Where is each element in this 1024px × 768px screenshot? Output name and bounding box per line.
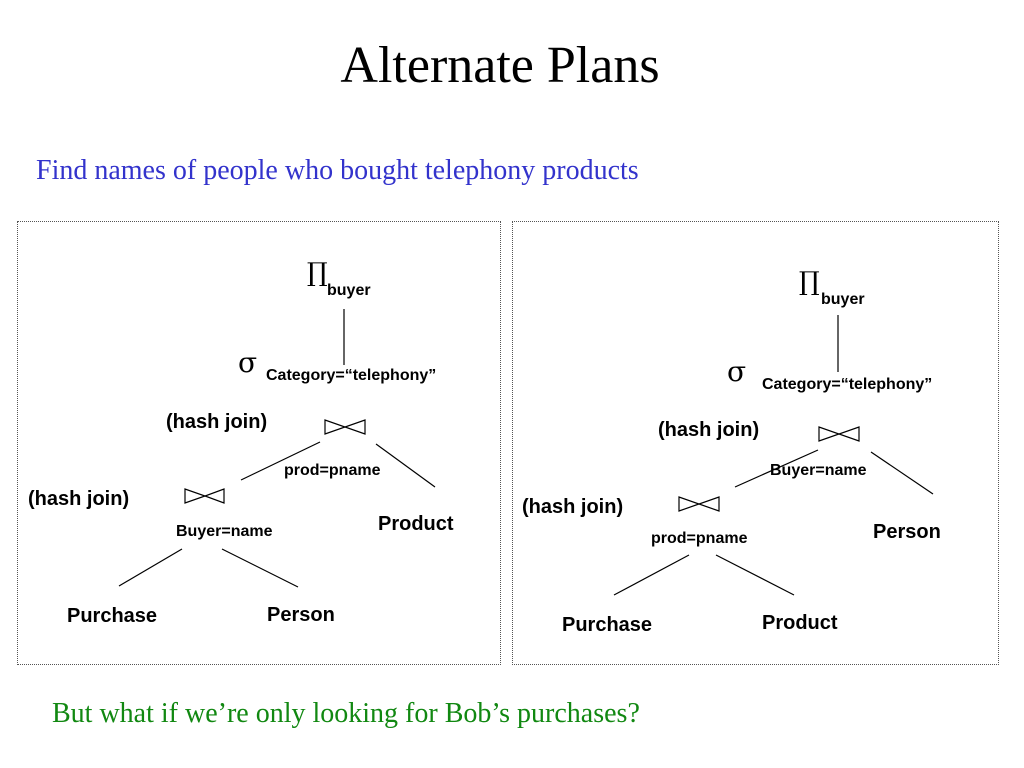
selection-icon: σ [238, 346, 258, 379]
relation-bottom-right: Product [762, 612, 838, 634]
bottom-join-bowtie-icon [184, 488, 225, 504]
edge-bottom-join-to-person [221, 548, 299, 588]
slide-title: Alternate Plans [340, 37, 660, 94]
selection-icon: σ [727, 355, 747, 388]
projection-attr: buyer [327, 282, 371, 299]
projection-icon: ∏ [307, 258, 328, 288]
top-join-condition: prod=pname [284, 462, 381, 479]
relation-bottom-left: Purchase [562, 614, 653, 636]
top-join-label: (hash join) [658, 419, 760, 441]
edge-top-join-to-bottom-join [240, 441, 321, 481]
edge-bottom-join-to-purchase [118, 548, 183, 587]
bottom-join-condition: prod=pname [651, 530, 748, 547]
slide-footer-question: But what if we’re only looking for Bob’s… [52, 698, 640, 729]
projection-icon: ∏ [799, 267, 820, 297]
slide-subtitle: Find names of people who bought telephon… [36, 155, 639, 186]
plan-right-tree-edges [613, 315, 934, 596]
bottom-join-bowtie-icon [678, 496, 720, 512]
plan-left-tree-edges [118, 309, 436, 588]
top-join-bowtie-icon [324, 419, 366, 435]
edge-bottom-join-to-purchase [613, 554, 690, 596]
selection-condition: Category=“telephony” [762, 376, 933, 393]
relation-bottom-left: Purchase [67, 605, 158, 627]
edge-bottom-join-to-product [715, 554, 795, 596]
selection-condition: Category=“telephony” [266, 367, 437, 384]
relation-bottom-right: Person [267, 604, 335, 626]
edge-top-join-to-product [375, 443, 436, 488]
edge-top-join-to-person [870, 451, 934, 495]
bottom-join-condition: Buyer=name [176, 523, 273, 540]
projection-attr: buyer [821, 291, 865, 308]
plan-left-panel: ∏ buyer σ Category=“telephony” (hash joi… [17, 221, 501, 665]
edge-top-join-to-bottom-join [734, 449, 819, 488]
relation-top-right: Person [873, 521, 941, 543]
top-join-label: (hash join) [166, 411, 268, 433]
bottom-join-label: (hash join) [522, 496, 624, 518]
top-join-condition: Buyer=name [770, 462, 867, 479]
plan-right-panel: ∏ buyer σ Category=“telephony” (hash joi… [512, 221, 999, 665]
bottom-join-label: (hash join) [28, 488, 130, 510]
top-join-bowtie-icon [818, 426, 860, 442]
relation-top-right: Product [378, 513, 454, 535]
